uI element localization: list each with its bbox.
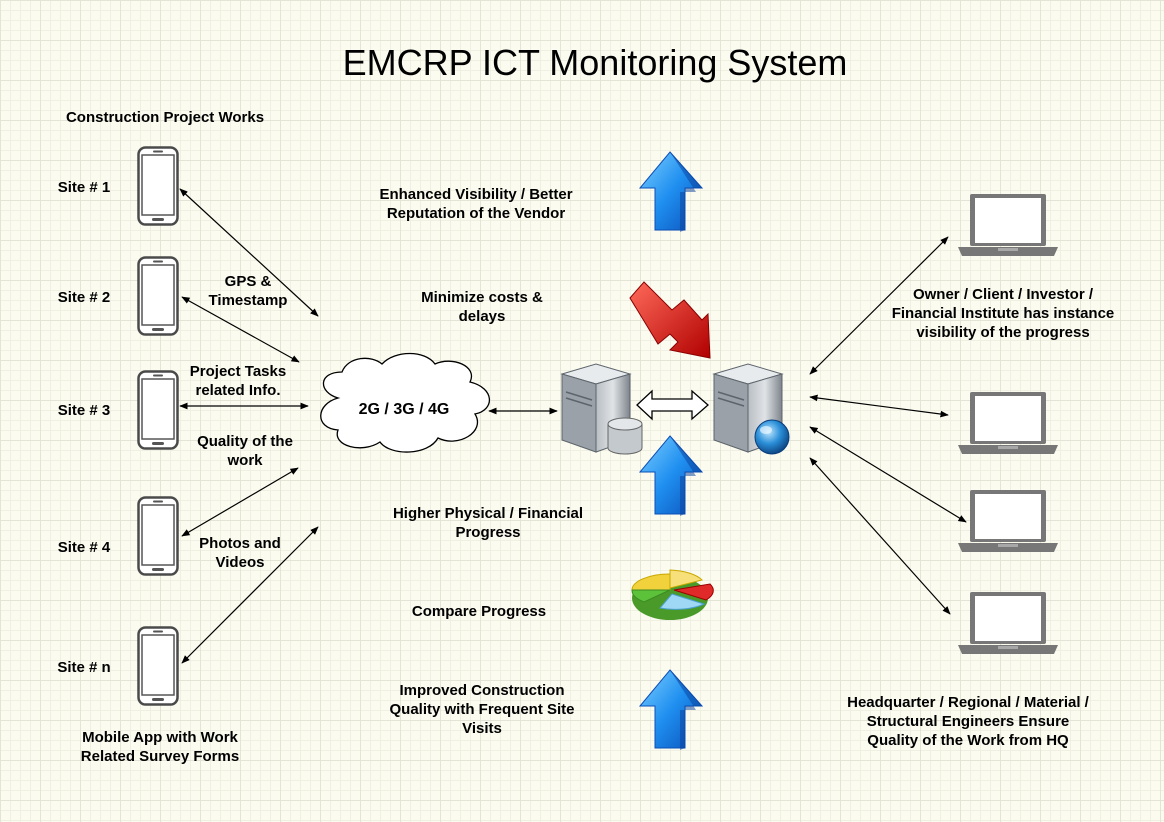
network-label: 2G / 3G / 4G <box>358 401 450 418</box>
connector-site-n <box>181 526 319 664</box>
phone-icon-site-4 <box>137 496 179 576</box>
site-label-2: Site # 2 <box>57 289 111 306</box>
laptop-icon-hq-1 <box>958 392 1058 454</box>
left-header-label: Construction Project Works <box>65 109 265 126</box>
phone-icon-site-3 <box>137 370 179 450</box>
laptop-icon-hq-3 <box>958 592 1058 654</box>
up-arrow-icon-quality <box>638 669 704 750</box>
data-label-photos: Photos and Videos <box>199 535 281 571</box>
laptop-icon-owner <box>958 194 1058 256</box>
benefit-progress: Higher Physical / Financial Progress <box>392 505 584 541</box>
laptop-icon-hq-2 <box>958 490 1058 552</box>
down-trend-arrow-icon-costs <box>629 281 711 359</box>
site-label-3: Site # 3 <box>57 402 111 419</box>
connector-site-2 <box>181 296 300 363</box>
database-server-icon <box>560 363 643 455</box>
data-label-gps: GPS & Timestamp <box>208 273 288 309</box>
benefit-compare: Compare Progress <box>411 603 547 620</box>
globe-icon <box>754 419 790 455</box>
connector-laptop-hq-1 <box>809 394 949 418</box>
site-label-n: Site # n <box>57 659 111 676</box>
web-server-icon <box>712 363 790 455</box>
left-footer-label: Mobile App with Work Related Survey Form… <box>80 729 240 765</box>
owner-label: Owner / Client / Investor / Financial In… <box>891 286 1115 341</box>
phone-icon-site-1 <box>137 146 179 226</box>
site-label-1: Site # 1 <box>57 179 111 196</box>
server-sync-arrow <box>636 389 709 421</box>
connector-site-4 <box>181 467 299 537</box>
connector-site-1 <box>179 188 319 317</box>
phone-icon-site-2 <box>137 256 179 336</box>
data-label-quality: Quality of the work <box>197 433 293 469</box>
up-arrow-icon-progress <box>638 435 704 516</box>
benefit-costs: Minimize costs & delays <box>421 289 543 325</box>
pie-chart-icon-compare <box>631 569 714 620</box>
benefit-quality: Improved Construction Quality with Frequ… <box>389 682 575 737</box>
up-arrow-icon-visibility <box>638 151 704 232</box>
page-title: EMCRP ICT Monitoring System <box>342 42 848 83</box>
phone-icon-site-n <box>137 626 179 706</box>
connector-laptop-owner <box>809 236 949 375</box>
site-label-4: Site # 4 <box>57 539 111 556</box>
connector-laptop-hq-2 <box>809 426 967 523</box>
hq-label: Headquarter / Regional / Material / Stru… <box>847 694 1089 749</box>
benefit-visibility: Enhanced Visibility / Better Reputation … <box>379 186 573 222</box>
network-cloud <box>320 352 491 453</box>
laptop-connectors <box>809 236 967 615</box>
data-label-tasks: Project Tasks related Info. <box>189 363 287 399</box>
phone-connectors <box>179 188 558 664</box>
connector-laptop-hq-3 <box>809 457 951 615</box>
